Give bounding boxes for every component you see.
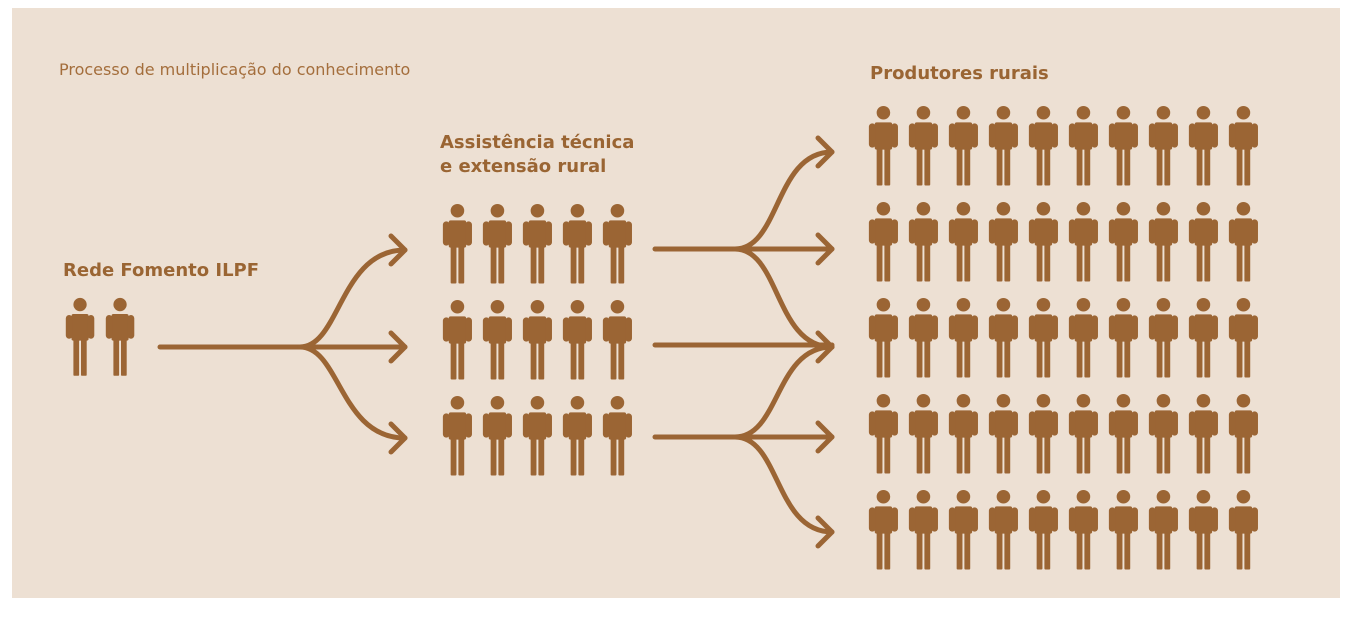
person-icon bbox=[1028, 105, 1058, 186]
person-icon bbox=[1108, 201, 1138, 282]
person-icon bbox=[482, 395, 512, 476]
person-icon bbox=[442, 395, 472, 476]
person-icon bbox=[1148, 105, 1178, 186]
fan-arrows-rede bbox=[157, 233, 408, 455]
person-icon bbox=[602, 395, 632, 476]
arrow-icon bbox=[732, 344, 835, 440]
person-icon bbox=[1148, 489, 1178, 570]
person-icon bbox=[105, 297, 135, 376]
group-label-assistencia: Assistência técnica e extensão rural bbox=[440, 131, 634, 179]
person-icon bbox=[1068, 489, 1098, 570]
fan-arrows-row-3 bbox=[652, 344, 835, 549]
person-icon bbox=[1188, 393, 1218, 474]
group-label-rede: Rede Fomento ILPF bbox=[63, 260, 260, 281]
group-label-produtores: Produtores rurais bbox=[870, 63, 1049, 84]
fan-arrows-row-1 bbox=[652, 135, 835, 350]
person-icon bbox=[908, 393, 938, 474]
person-icon bbox=[948, 393, 978, 474]
person-icon bbox=[1068, 201, 1098, 282]
person-icon bbox=[1068, 393, 1098, 474]
arrow-icon bbox=[297, 247, 408, 350]
person-icon bbox=[1188, 201, 1218, 282]
person-icon bbox=[1148, 297, 1178, 378]
person-icon bbox=[988, 297, 1018, 378]
arrow-icon bbox=[732, 434, 835, 535]
person-icon bbox=[1188, 105, 1218, 186]
person-icon bbox=[1028, 297, 1058, 378]
person-icon bbox=[868, 489, 898, 570]
arrowhead-icon bbox=[388, 330, 408, 364]
people-layer bbox=[65, 105, 1258, 570]
person-icon bbox=[948, 105, 978, 186]
person-icon bbox=[908, 105, 938, 186]
person-icon bbox=[1068, 297, 1098, 378]
person-icon bbox=[1228, 105, 1258, 186]
person-icon bbox=[482, 299, 512, 380]
person-icon bbox=[908, 297, 938, 378]
person-icon bbox=[868, 393, 898, 474]
person-icon bbox=[1028, 393, 1058, 474]
person-icon bbox=[948, 489, 978, 570]
arrowhead-icon bbox=[388, 233, 408, 267]
group-label-assistencia-line-2: e extensão rural bbox=[440, 156, 607, 177]
arrowhead-icon bbox=[815, 420, 835, 454]
person-icon bbox=[1148, 393, 1178, 474]
person-icon bbox=[562, 203, 592, 284]
person-icon bbox=[1228, 201, 1258, 282]
person-icon bbox=[562, 395, 592, 476]
person-icon bbox=[1028, 201, 1058, 282]
person-icon bbox=[868, 201, 898, 282]
person-icon bbox=[868, 297, 898, 378]
person-icon bbox=[1028, 489, 1058, 570]
person-icon bbox=[1108, 393, 1138, 474]
person-icon bbox=[442, 203, 472, 284]
person-icon bbox=[482, 203, 512, 284]
person-icon bbox=[522, 395, 552, 476]
person-icon bbox=[908, 201, 938, 282]
people-group-1 bbox=[65, 297, 135, 376]
arrows-layer bbox=[157, 135, 835, 549]
person-icon bbox=[65, 297, 95, 376]
person-icon bbox=[1108, 297, 1138, 378]
arrow-icon bbox=[297, 344, 408, 441]
group-label-assistencia-line-1: Assistência técnica bbox=[440, 132, 635, 153]
person-icon bbox=[562, 299, 592, 380]
person-icon bbox=[988, 393, 1018, 474]
arrowhead-icon bbox=[815, 232, 835, 266]
person-icon bbox=[1228, 489, 1258, 570]
person-icon bbox=[1068, 105, 1098, 186]
person-icon bbox=[908, 489, 938, 570]
person-icon bbox=[1228, 393, 1258, 474]
person-icon bbox=[988, 201, 1018, 282]
arrowhead-icon bbox=[388, 421, 408, 455]
person-icon bbox=[602, 203, 632, 284]
person-icon bbox=[522, 203, 552, 284]
person-icon bbox=[1108, 105, 1138, 186]
arrowhead-icon bbox=[815, 515, 835, 549]
arrowhead-icon bbox=[815, 135, 835, 169]
diagram-title: Processo de multiplicação do conheciment… bbox=[59, 60, 411, 79]
person-icon bbox=[522, 299, 552, 380]
person-icon bbox=[988, 105, 1018, 186]
person-icon bbox=[1188, 489, 1218, 570]
person-icon bbox=[442, 299, 472, 380]
people-group-3 bbox=[868, 105, 1258, 570]
person-icon bbox=[948, 201, 978, 282]
person-icon bbox=[1188, 297, 1218, 378]
person-icon bbox=[868, 105, 898, 186]
person-icon bbox=[1148, 201, 1178, 282]
person-icon bbox=[948, 297, 978, 378]
person-icon bbox=[988, 489, 1018, 570]
people-group-2 bbox=[442, 203, 632, 476]
person-icon bbox=[1228, 297, 1258, 378]
person-icon bbox=[1108, 489, 1138, 570]
arrow-icon bbox=[732, 149, 835, 252]
person-icon bbox=[602, 299, 632, 380]
